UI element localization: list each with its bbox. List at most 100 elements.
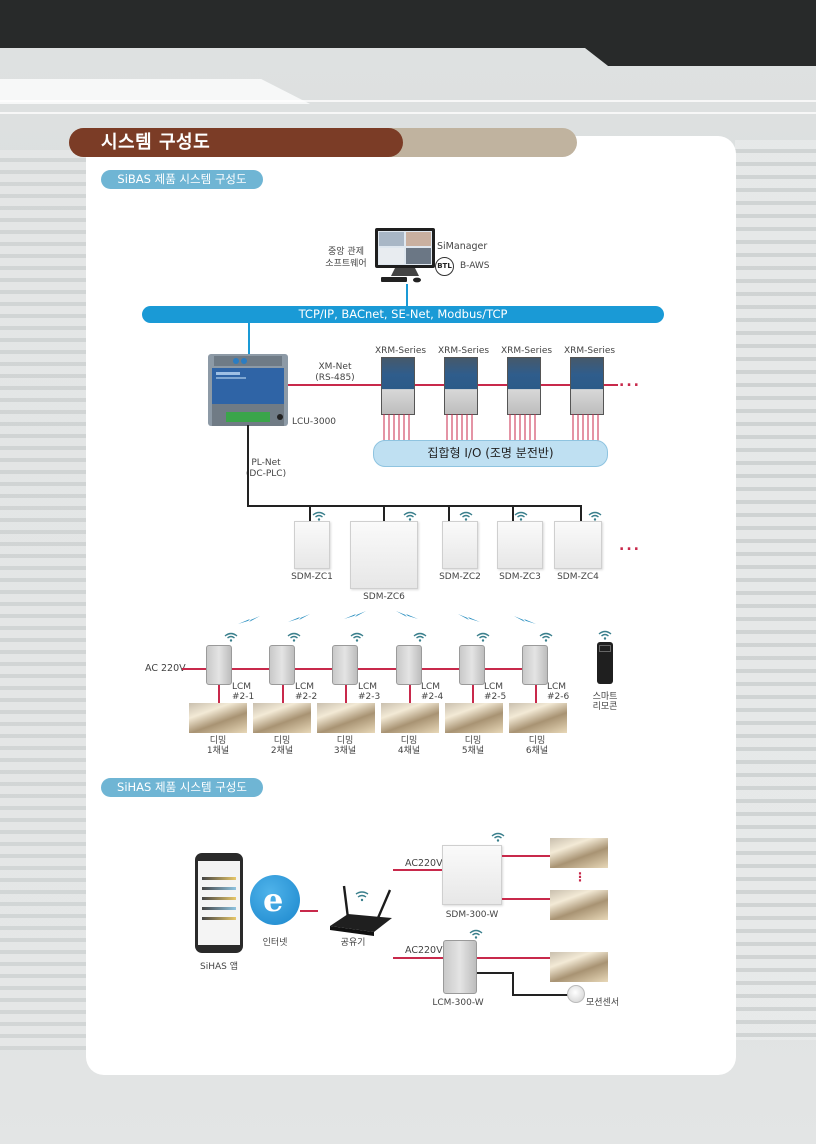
pl-net-bus bbox=[247, 505, 582, 507]
xrm-label: XRM-Series bbox=[438, 346, 490, 356]
wireless-signal-icon bbox=[288, 614, 310, 622]
wifi-icon bbox=[588, 511, 602, 521]
header-dark-band bbox=[0, 0, 816, 48]
pl-net-label-1: PL-Net bbox=[251, 458, 281, 468]
pl-net-drop bbox=[448, 505, 450, 521]
lcm-label: LCM bbox=[232, 682, 252, 692]
ceiling-light-image bbox=[550, 890, 608, 920]
ceiling-light-image bbox=[317, 703, 375, 733]
wifi-icon bbox=[287, 632, 301, 642]
dimming-channel-label: 5채널 bbox=[461, 746, 485, 756]
monitor-icon bbox=[373, 226, 437, 284]
page-title: 시스템 구성도 bbox=[69, 128, 403, 157]
io-wires bbox=[383, 414, 599, 442]
wifi-icon bbox=[469, 929, 483, 939]
lcm-label: #2-5 bbox=[484, 692, 507, 702]
wireless-signal-icon bbox=[514, 616, 536, 624]
wifi-icon bbox=[514, 511, 528, 521]
router-label: 공유기 bbox=[340, 938, 366, 948]
lcm-label: LCM bbox=[358, 682, 378, 692]
pl-net-drop bbox=[580, 505, 582, 521]
sdm-zc2-panel bbox=[442, 521, 478, 569]
wifi-icon bbox=[459, 511, 473, 521]
simanager-label: SiManager bbox=[437, 241, 488, 252]
smart-remote-label-2: 리모콘 bbox=[592, 702, 618, 712]
sdm-zc6-label: SDM-ZC6 bbox=[363, 592, 405, 602]
sdm-zc4-label: SDM-ZC4 bbox=[557, 572, 599, 582]
pl-net-drop bbox=[512, 505, 514, 521]
more-xrm-indicator: ... bbox=[619, 374, 641, 390]
ac-power-line bbox=[393, 869, 442, 871]
motion-sensor-icon bbox=[567, 985, 585, 1003]
lcm-label: #2-1 bbox=[232, 692, 255, 702]
background-right-stripes bbox=[735, 140, 816, 1040]
wifi-icon bbox=[539, 632, 553, 642]
lcm-label: LCM bbox=[547, 682, 567, 692]
xm-net-label-1: XM-Net bbox=[318, 362, 352, 372]
xrm-module bbox=[381, 357, 415, 415]
wifi-icon bbox=[476, 632, 490, 642]
btl-badge-icon: BTL bbox=[435, 257, 454, 276]
wifi-icon bbox=[491, 832, 505, 842]
lcm-label: #2-3 bbox=[358, 692, 381, 702]
wireless-signal-icon bbox=[344, 611, 366, 619]
sibas-section-label: SiBAS 제품 시스템 구성도 bbox=[101, 170, 263, 189]
wireless-signal-icon bbox=[458, 614, 480, 622]
wifi-icon bbox=[403, 511, 417, 521]
lcm-module bbox=[396, 645, 422, 685]
xrm-module bbox=[507, 357, 541, 415]
lcm-module bbox=[206, 645, 232, 685]
dimming-label: 디밍 bbox=[273, 736, 291, 746]
lcm-label: #2-4 bbox=[421, 692, 444, 702]
sdm-zc1-label: SDM-ZC1 bbox=[291, 572, 333, 582]
ceiling-light-image bbox=[550, 952, 608, 982]
sdm-zc6-panel bbox=[350, 521, 418, 589]
background-stripe bbox=[0, 100, 816, 102]
sensor-wire bbox=[477, 972, 513, 974]
more-switches-indicator: ... bbox=[619, 538, 641, 554]
lcm-300-w-label: LCM-300-W bbox=[432, 998, 484, 1008]
lcu-3000-controller bbox=[208, 354, 288, 426]
load-wire bbox=[502, 898, 550, 900]
ceiling-light-image bbox=[509, 703, 567, 733]
xrm-module bbox=[444, 357, 478, 415]
dimming-channel-label: 1채널 bbox=[206, 746, 230, 756]
lcm-label: LCM bbox=[484, 682, 504, 692]
dimming-label: 디밍 bbox=[336, 736, 354, 746]
ac220v-label: AC220V bbox=[405, 858, 443, 869]
dimming-label: 디밍 bbox=[464, 736, 482, 746]
sihas-section-label: SiHAS 제품 시스템 구성도 bbox=[101, 778, 263, 797]
sihas-app-label: SiHAS 앱 bbox=[200, 962, 238, 972]
pl-net-drop bbox=[309, 505, 311, 521]
load-wire bbox=[477, 957, 550, 959]
sensor-wire bbox=[512, 972, 514, 995]
lcm-label: LCM bbox=[295, 682, 315, 692]
ceiling-light-image bbox=[189, 703, 247, 733]
wireless-signal-icon bbox=[238, 616, 260, 624]
ac-220v-label: AC 220V bbox=[145, 663, 186, 674]
motion-sensor-label: 모션센서 bbox=[586, 998, 620, 1008]
xrm-label: XRM-Series bbox=[564, 346, 616, 356]
dimming-channel-label: 4채널 bbox=[397, 746, 421, 756]
dimming-channel-label: 3채널 bbox=[333, 746, 357, 756]
ceiling-light-image bbox=[550, 838, 608, 868]
internet-label: 인터넷 bbox=[262, 938, 288, 948]
xrm-module bbox=[570, 357, 604, 415]
lcm-label: #2-2 bbox=[295, 692, 318, 702]
load-wire bbox=[409, 685, 411, 703]
wireless-signal-icon bbox=[396, 611, 418, 619]
sdm-zc3-label: SDM-ZC3 bbox=[499, 572, 541, 582]
monitor-network-link bbox=[406, 284, 408, 306]
smartphone-icon bbox=[195, 853, 243, 953]
lcu-3000-label: LCU-3000 bbox=[292, 417, 337, 427]
sdm-zc4-panel bbox=[554, 521, 602, 569]
wifi-icon bbox=[413, 632, 427, 642]
ceiling-light-image bbox=[445, 703, 503, 733]
xm-net-label-2: (RS-485) bbox=[315, 373, 355, 383]
network-protocol-bar: TCP/IP, BACnet, SE-Net, Modbus/TCP bbox=[142, 306, 664, 323]
central-software-label-1: 중앙 관제 bbox=[328, 247, 364, 257]
load-wire bbox=[218, 685, 220, 703]
sdm-300-w-panel bbox=[442, 845, 502, 905]
dimming-channel-label: 6채널 bbox=[525, 746, 549, 756]
internet-browser-icon: e bbox=[250, 875, 300, 925]
